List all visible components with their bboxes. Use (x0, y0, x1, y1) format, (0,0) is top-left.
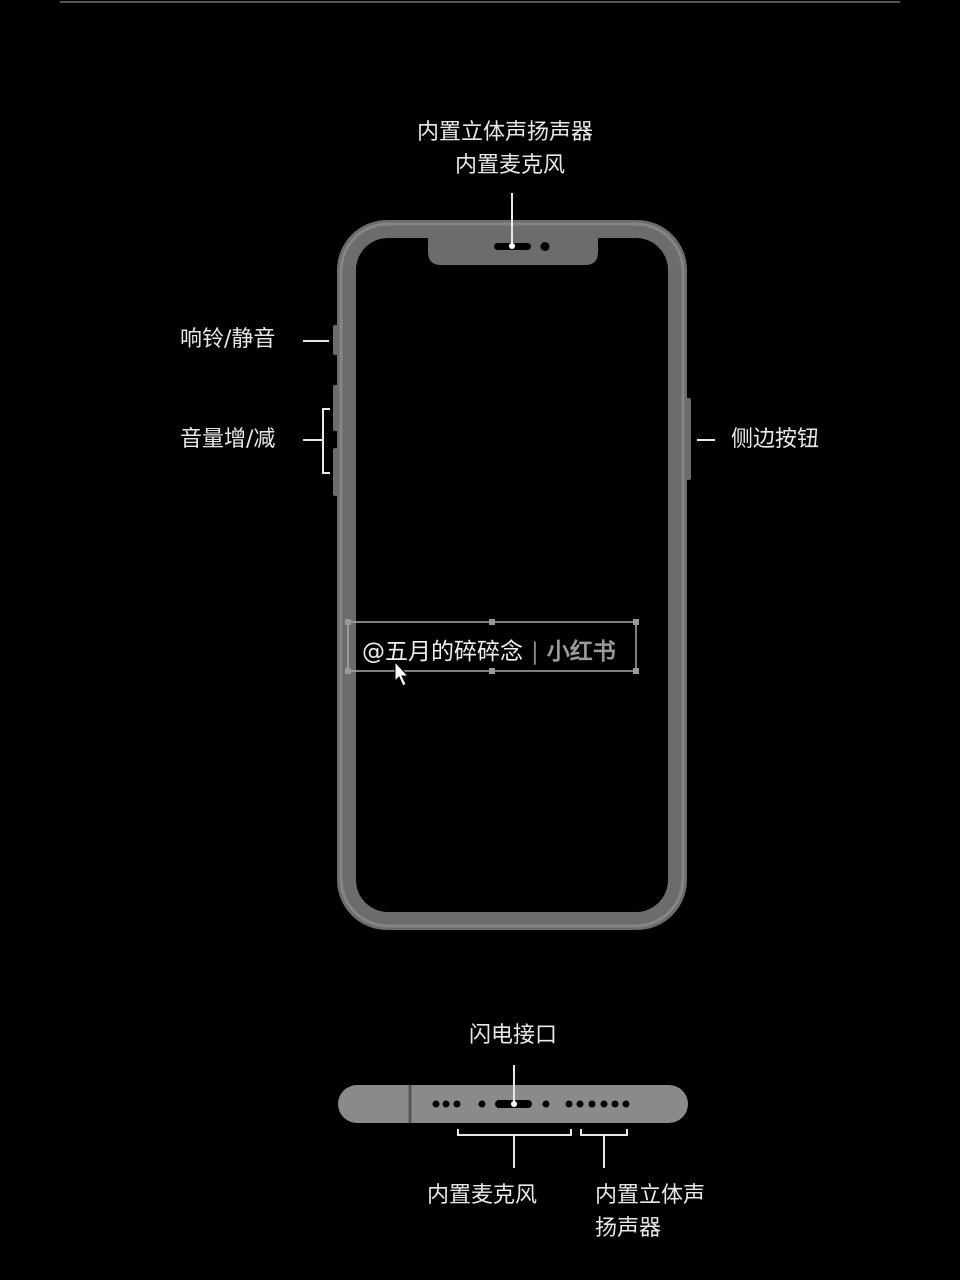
label-bottom-mic: 内置麦克风 (427, 1183, 538, 1208)
cursor-icon (394, 660, 410, 687)
notch (428, 236, 598, 265)
watermark: @五月的碎碎念 | 小红书 (362, 632, 616, 666)
bottom-mic-holes (432, 1100, 550, 1108)
front-camera (540, 242, 550, 251)
selection-box[interactable] (345, 619, 639, 674)
label-top-speaker: 内置立体声扬声器 (417, 120, 594, 145)
label-ring-silent: 响铃/静音 (180, 327, 276, 352)
label-top-mic: 内置麦克风 (455, 153, 566, 178)
watermark-brand: 小红书 (546, 639, 616, 665)
phone-screen (356, 238, 668, 912)
label-bottom-speaker-1: 内置立体声 (595, 1183, 706, 1208)
watermark-separator: | (531, 639, 539, 665)
watermark-handle: @五月的碎碎念 (362, 639, 523, 665)
label-bottom-speaker-2: 扬声器 (595, 1216, 662, 1241)
bottom-speaker-holes (565, 1100, 630, 1108)
label-volume: 音量增/减 (180, 427, 276, 452)
label-side-button: 侧边按钮 (731, 427, 820, 452)
label-lightning: 闪电接口 (469, 1023, 558, 1048)
